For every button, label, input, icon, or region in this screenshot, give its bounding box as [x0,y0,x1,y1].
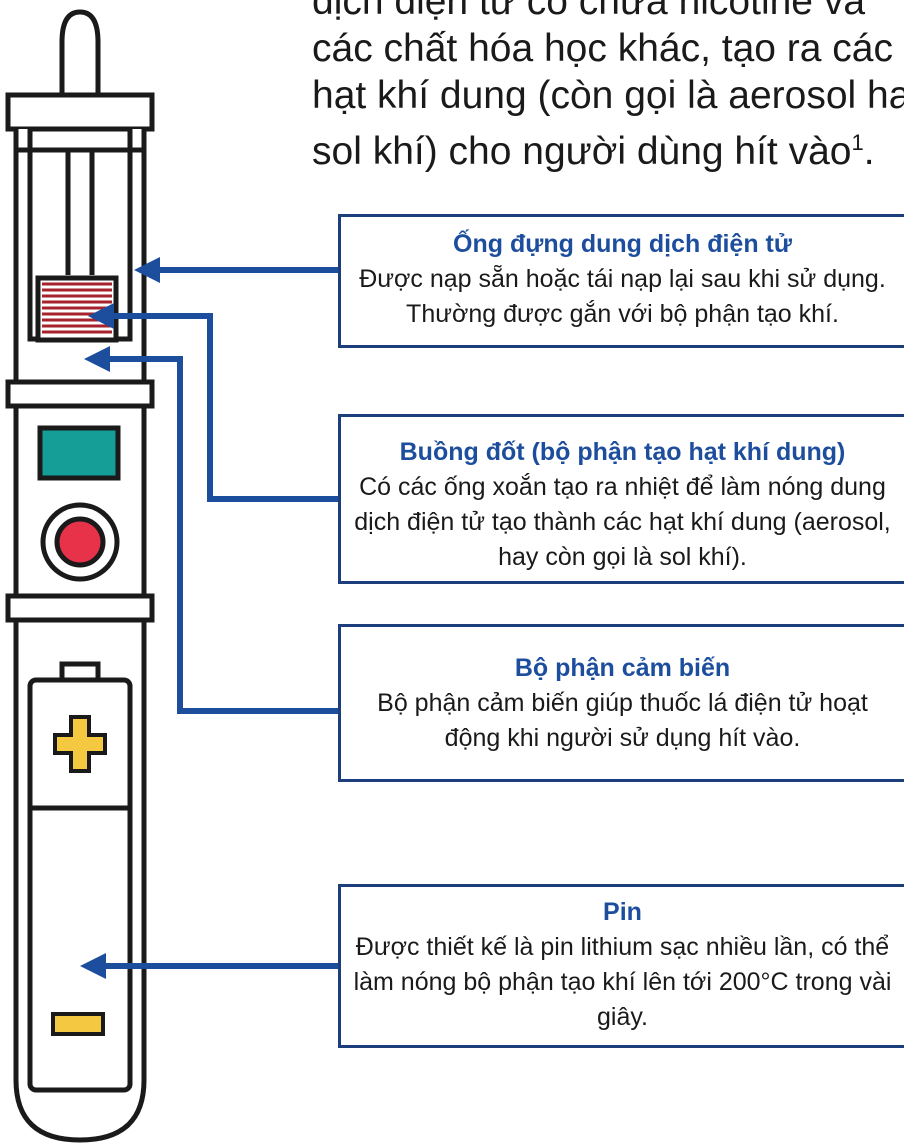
arrow-battery-head [80,953,106,979]
power-button [54,516,106,568]
arrow-sensor-line [100,356,341,714]
arrow-sensor-head [84,346,110,372]
arrow-tank-head [134,257,160,283]
mouthpiece-cap [5,92,155,132]
intro-end: . [863,130,875,173]
heating-coil [42,282,112,334]
intro-line-text: sol khí) cho người dùng hít vào [312,130,852,173]
intro-paragraph: dịch điện tử có chứa nicotine và các chấ… [312,0,904,175]
callout-atomizer: Buồng đốt (bộ phận tạo hạt khí dung) Có … [338,414,904,584]
callout-sensor: Bộ phận cảm biến Bộ phận cảm biến giúp t… [338,624,904,782]
callout-body: Có các ống xoắn tạo ra nhiệt để làm nóng… [354,473,891,571]
intro-line: sol khí) cho người dùng hít vào1. [312,119,904,175]
callout-title: Ống đựng dung dịch điện tử [453,230,792,258]
callout-body: Được thiết kế là pin lithium sạc nhiều l… [353,933,892,1031]
footnote-marker: 1 [851,130,864,155]
intro-line: hạt khí dung (còn gọi là aerosol hay [312,74,904,117]
lower-collar [5,593,155,623]
callout-body: Được nạp sẵn hoặc tái nạp lại sau khi sử… [359,265,886,328]
mouthpiece [59,9,101,95]
callout-body: Bộ phận cảm biến giúp thuốc lá điện tử h… [377,689,868,752]
intro-line: dịch điện tử có chứa nicotine và [312,0,866,23]
plus-sign-icon [53,715,107,773]
display-screen [37,425,121,481]
battery [27,677,133,1093]
callout-tank: Ống đựng dung dịch điện tử Được nạp sẵn … [338,214,904,348]
upper-collar [5,379,155,409]
callout-battery: Pin Được thiết kế là pin lithium sạc nhi… [338,884,904,1048]
callout-title: Bộ phận cảm biến [514,654,731,682]
arrow-coil-line [106,313,341,502]
minus-sign-icon [51,1012,105,1036]
callout-title: Buồng đốt (bộ phận tạo hạt khí dung) [399,438,846,466]
callout-title: Pin [603,898,642,926]
arrow-coil-head [88,303,114,329]
intro-line: các chất hóa học khác, tạo ra các [312,27,894,70]
